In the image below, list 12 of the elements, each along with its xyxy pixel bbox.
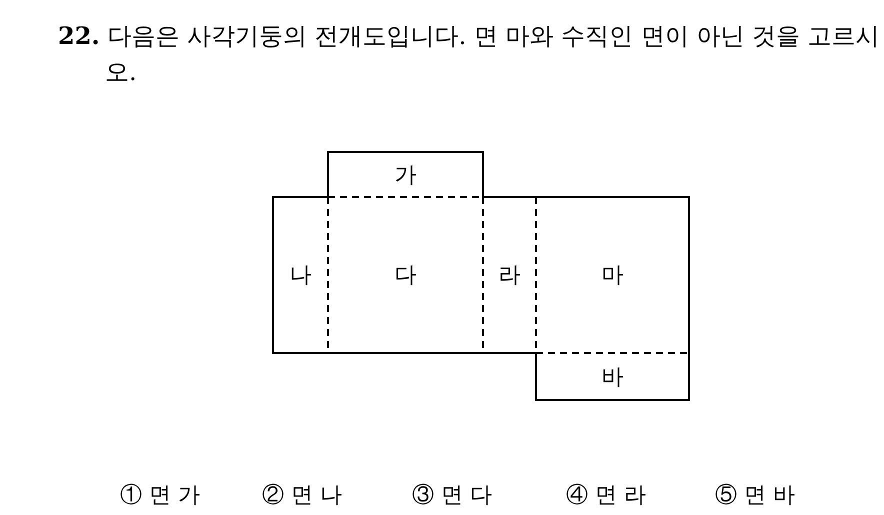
answer-choice: ⑤ 면 바 [715, 482, 795, 510]
answer-choice: ② 면 나 [262, 482, 342, 510]
answer-choice: ④ 면 라 [566, 482, 646, 510]
answer-choice: ① 면 가 [120, 482, 200, 510]
face-label: 라 [498, 262, 520, 290]
face-label: 바 [602, 364, 624, 392]
face-label: 가 [394, 162, 416, 190]
face-label: 나 [290, 262, 312, 290]
face-label: 마 [602, 262, 624, 290]
answer-choice: ③ 면 다 [412, 482, 492, 510]
face-label: 다 [394, 262, 416, 290]
question-text: 22. 다음은 사각기둥의 전개도입니다. 면 마와 수직인 면이 아닌 것을 고르시오. [58, 20, 881, 88]
